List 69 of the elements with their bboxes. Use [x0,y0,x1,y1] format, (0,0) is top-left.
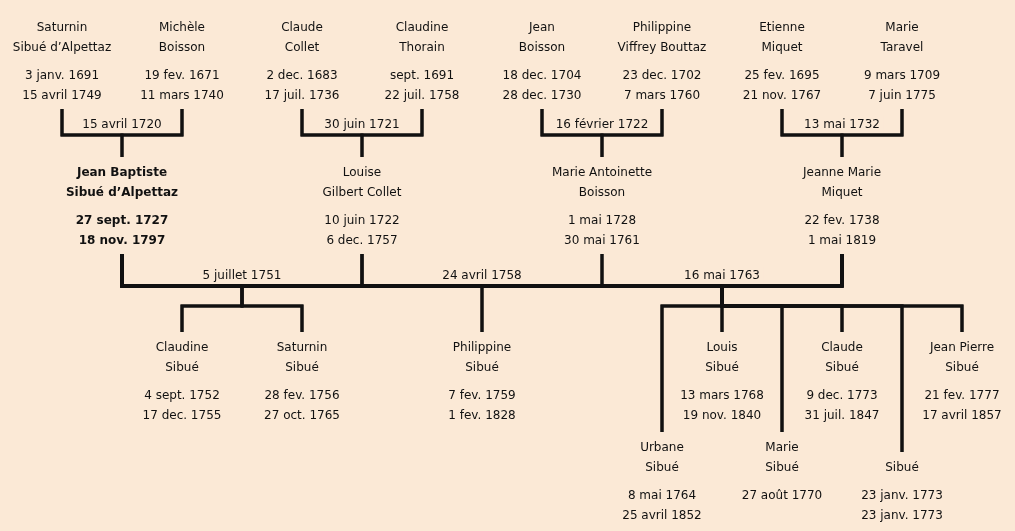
person-name: Claudine Thorain [395,19,449,56]
birth-date: 8 mai 1764 [627,487,697,504]
person-name: Jean Baptiste Sibué d’Alpettaz [65,164,178,201]
person-name: Philippine Viffrey Bouttaz [617,19,707,56]
birth-date: 27 août 1770 [741,487,823,504]
birth-date: 3 janv. 1691 [24,67,100,84]
person-name: Marie Antoinette Boisson [551,164,653,201]
death-date: 1 fev. 1828 [448,407,516,424]
birth-date: 13 mars 1768 [680,387,764,404]
birth-date: 2 dec. 1683 [266,67,338,84]
person-name: Jean Boisson [518,19,566,56]
death-date: 6 dec. 1757 [326,232,398,249]
birth-date: 23 dec. 1702 [622,67,702,84]
person-name: Jean Pierre Sibué [929,339,995,376]
birth-date: 27 sept. 1727 [75,212,169,229]
birth-date: 19 fev. 1671 [144,67,220,84]
death-date: 17 juil. 1736 [264,87,340,104]
person-name: Marie Sibué [765,439,799,476]
death-date: 7 mars 1760 [624,87,700,104]
birth-date: sept. 1691 [389,67,455,84]
person-name: Louis Sibué [705,339,739,376]
person-name: Saturnin Sibué d’Alpettaz [12,19,112,56]
death-date: 23 janv. 1773 [861,507,943,524]
person-name: Marie Taravel [880,19,924,56]
death-date: 31 juil. 1847 [804,407,880,424]
descent-line [660,254,964,452]
birth-date: 4 sept. 1752 [144,387,220,404]
person-name: Louise Gilbert Collet [322,164,402,201]
person-name: Claude Collet [281,19,323,56]
descent-line [840,109,904,157]
birth-date: 7 fev. 1759 [448,387,516,404]
death-date: 7 juin 1775 [868,87,936,104]
descent-line [360,109,424,157]
birth-date: 18 dec. 1704 [502,67,582,84]
person-name: Michèle Boisson [158,19,206,56]
death-date: 15 avril 1749 [22,87,102,104]
descent-line [120,109,184,157]
person-name: Philippine Sibué [452,339,512,376]
birth-date: 23 janv. 1773 [861,487,943,504]
descent-line [480,254,604,332]
descent-line [600,109,664,157]
birth-date: 9 dec. 1773 [806,387,878,404]
death-date: 30 mai 1761 [564,232,640,249]
person-name: Jeanne Marie Miquet [802,164,881,201]
death-date: 28 dec. 1730 [502,87,582,104]
death-date: 21 nov. 1767 [742,87,822,104]
death-date: 22 juil. 1758 [384,87,460,104]
birth-date: 25 fev. 1695 [744,67,820,84]
death-date: 19 nov. 1840 [682,407,762,424]
descent-line [180,254,364,332]
person-name: Claudine Sibué [155,339,209,376]
person-name: Urbane Sibué [640,439,684,476]
death-date: 1 mai 1819 [807,232,877,249]
death-date: 11 mars 1740 [140,87,224,104]
person-name: Sibué [885,459,919,476]
death-date: 18 nov. 1797 [78,232,166,249]
person-name: Etienne Miquet [759,19,805,56]
birth-date: 21 fev. 1777 [924,387,1000,404]
birth-date: 1 mai 1728 [567,212,637,229]
birth-date: 10 juin 1722 [324,212,400,229]
death-date: 17 avril 1857 [922,407,1002,424]
birth-date: 28 fev. 1756 [264,387,340,404]
death-date: 25 avril 1852 [622,507,702,524]
person-name: Claude Sibué [821,339,863,376]
person-name: Saturnin Sibué [276,339,328,376]
death-date: 27 oct. 1765 [264,407,340,424]
birth-date: 22 fev. 1738 [804,212,880,229]
death-date: 17 dec. 1755 [142,407,222,424]
birth-date: 9 mars 1709 [864,67,940,84]
